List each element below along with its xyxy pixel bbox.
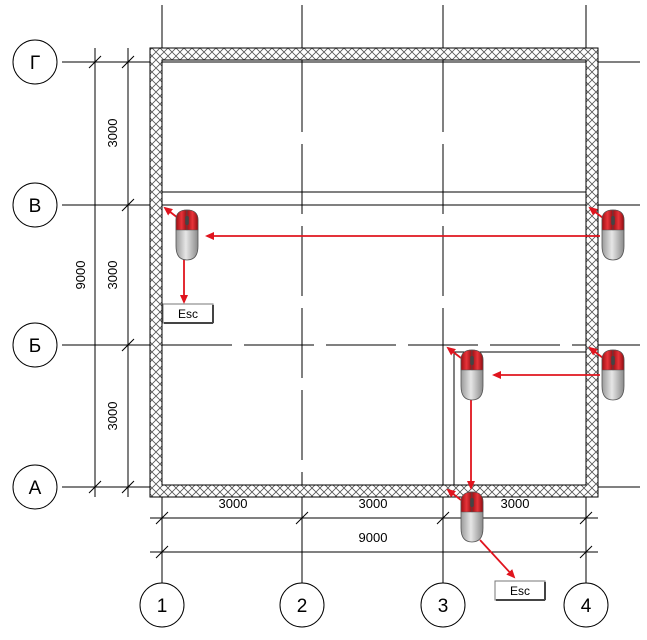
axis-bubble-2 [279, 582, 325, 628]
mouse-icon [601, 349, 625, 401]
axis-bubble-4 [563, 582, 609, 628]
dim-left-2: 3000 [105, 261, 120, 290]
pick-arrow-2 [588, 206, 604, 219]
room-outline [453, 351, 587, 486]
axis-label-v: В [29, 196, 42, 217]
axis-bubble-v [12, 182, 58, 228]
esc-label-bottom: Esc [510, 584, 530, 598]
axis-bubble-3 [420, 582, 466, 628]
motion-arrows [163, 206, 604, 579]
axis-label-2: 2 [297, 596, 308, 617]
axis-bubble-b [12, 322, 58, 368]
dim-bottom-total: 9000 [359, 530, 388, 545]
axis-label-b: Б [29, 336, 41, 357]
pick-arrow-1 [163, 206, 179, 219]
axis-bubble-1 [139, 582, 185, 628]
axis-label-3: 3 [438, 596, 449, 617]
esc-label-top: Esc [178, 307, 198, 321]
pick-arrow-3 [446, 346, 462, 359]
mouse-icon [460, 349, 484, 401]
dim-left-1: 3000 [105, 119, 120, 148]
dim-bottom-1: 3000 [219, 496, 248, 511]
outer-walls [149, 47, 599, 498]
axis-bubbles-left: Г В Б А [12, 39, 58, 510]
dim-bottom-2: 3000 [359, 496, 388, 511]
pick-arrow-5 [446, 488, 462, 501]
axis-label-1: 1 [157, 596, 168, 617]
inner-walls [162, 191, 587, 486]
esc-key-bottom: Esc [494, 580, 546, 601]
axis-lines [62, 5, 640, 590]
mouse-icon [175, 209, 199, 261]
mouse-icon [601, 209, 625, 261]
axis-label-g: Г [30, 53, 40, 74]
esc-key-top: Esc [162, 303, 214, 324]
axis-bubbles-bottom: 1 2 3 4 [139, 582, 609, 628]
dim-left-3: 3000 [105, 402, 120, 431]
arrow-to-esc-bottom [479, 539, 516, 579]
axis-label-a: А [29, 478, 42, 499]
dim-bottom-3: 3000 [501, 496, 530, 511]
dimension-left [88, 48, 135, 497]
pick-arrow-4 [588, 346, 604, 359]
axis-label-4: 4 [581, 596, 592, 617]
dim-left-total: 9000 [73, 261, 88, 290]
axis-bubble-a [12, 464, 58, 510]
axis-bubble-g [12, 39, 58, 85]
dimension-bottom [150, 511, 598, 559]
mouse-icon [460, 491, 484, 543]
